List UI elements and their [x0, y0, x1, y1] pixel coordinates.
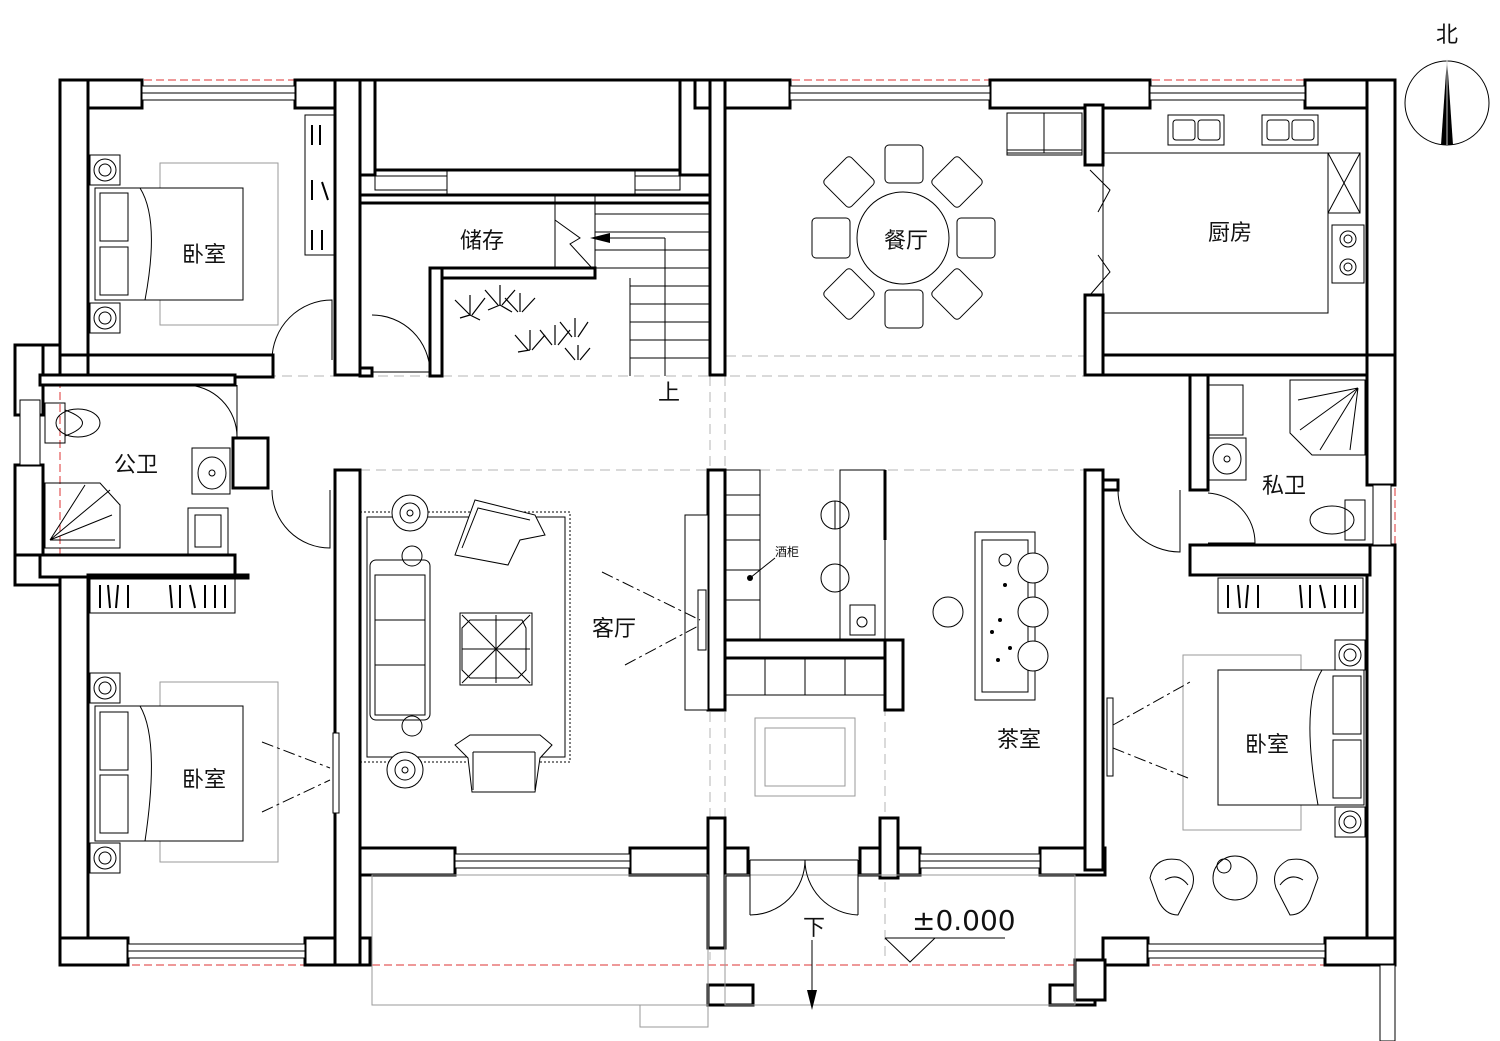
- north-label: 北: [1436, 23, 1458, 48]
- kitchen-furniture: [1102, 114, 1365, 314]
- room-label-dining: 餐厅: [884, 229, 928, 254]
- entrance-marks: [807, 937, 1005, 1010]
- windows: [19, 85, 1396, 1041]
- private-bath-fixtures: [1207, 379, 1366, 541]
- room-label-private-bath: 私卫: [1262, 474, 1306, 499]
- room-label-bedroom-nw: 卧室: [182, 243, 226, 268]
- floor-level-mark: ±0.000: [912, 904, 1016, 937]
- storage-furniture: [454, 196, 710, 376]
- bedroom-sw-furniture: [89, 577, 340, 874]
- room-label-storage: 储存: [460, 229, 504, 254]
- terrace: [371, 874, 1076, 1028]
- wine-cabinet-label: 酒柜: [775, 545, 799, 559]
- bar-area: [724, 469, 887, 696]
- tv-wall: [601, 514, 709, 711]
- walls: [13, 78, 1397, 1007]
- room-label-kitchen: 厨房: [1208, 221, 1252, 246]
- room-label-public-bath: 公卫: [114, 453, 158, 478]
- room-label-bedroom-sw: 卧室: [182, 768, 226, 793]
- room-label-bedroom-se: 卧室: [1245, 733, 1289, 758]
- living-furniture: [359, 494, 571, 793]
- tea-room-furniture: [932, 531, 1049, 701]
- north-compass: [1404, 58, 1490, 146]
- doors: [184, 169, 1256, 916]
- room-label-living: 客厅: [592, 617, 636, 642]
- public-bath-fixtures: [44, 402, 231, 555]
- entry-rug: [754, 717, 856, 797]
- stairs-up-label: 上: [658, 381, 680, 406]
- entry-rug-inner: [764, 727, 846, 787]
- bedroom-nw-furniture: [89, 114, 336, 334]
- dining-furniture: [811, 112, 1083, 329]
- bedroom-se-furniture: [1106, 577, 1366, 916]
- room-label-tea-room: 茶室: [997, 728, 1041, 753]
- site-boundary: [59, 79, 1396, 966]
- stairs-down-label: 下: [803, 916, 825, 941]
